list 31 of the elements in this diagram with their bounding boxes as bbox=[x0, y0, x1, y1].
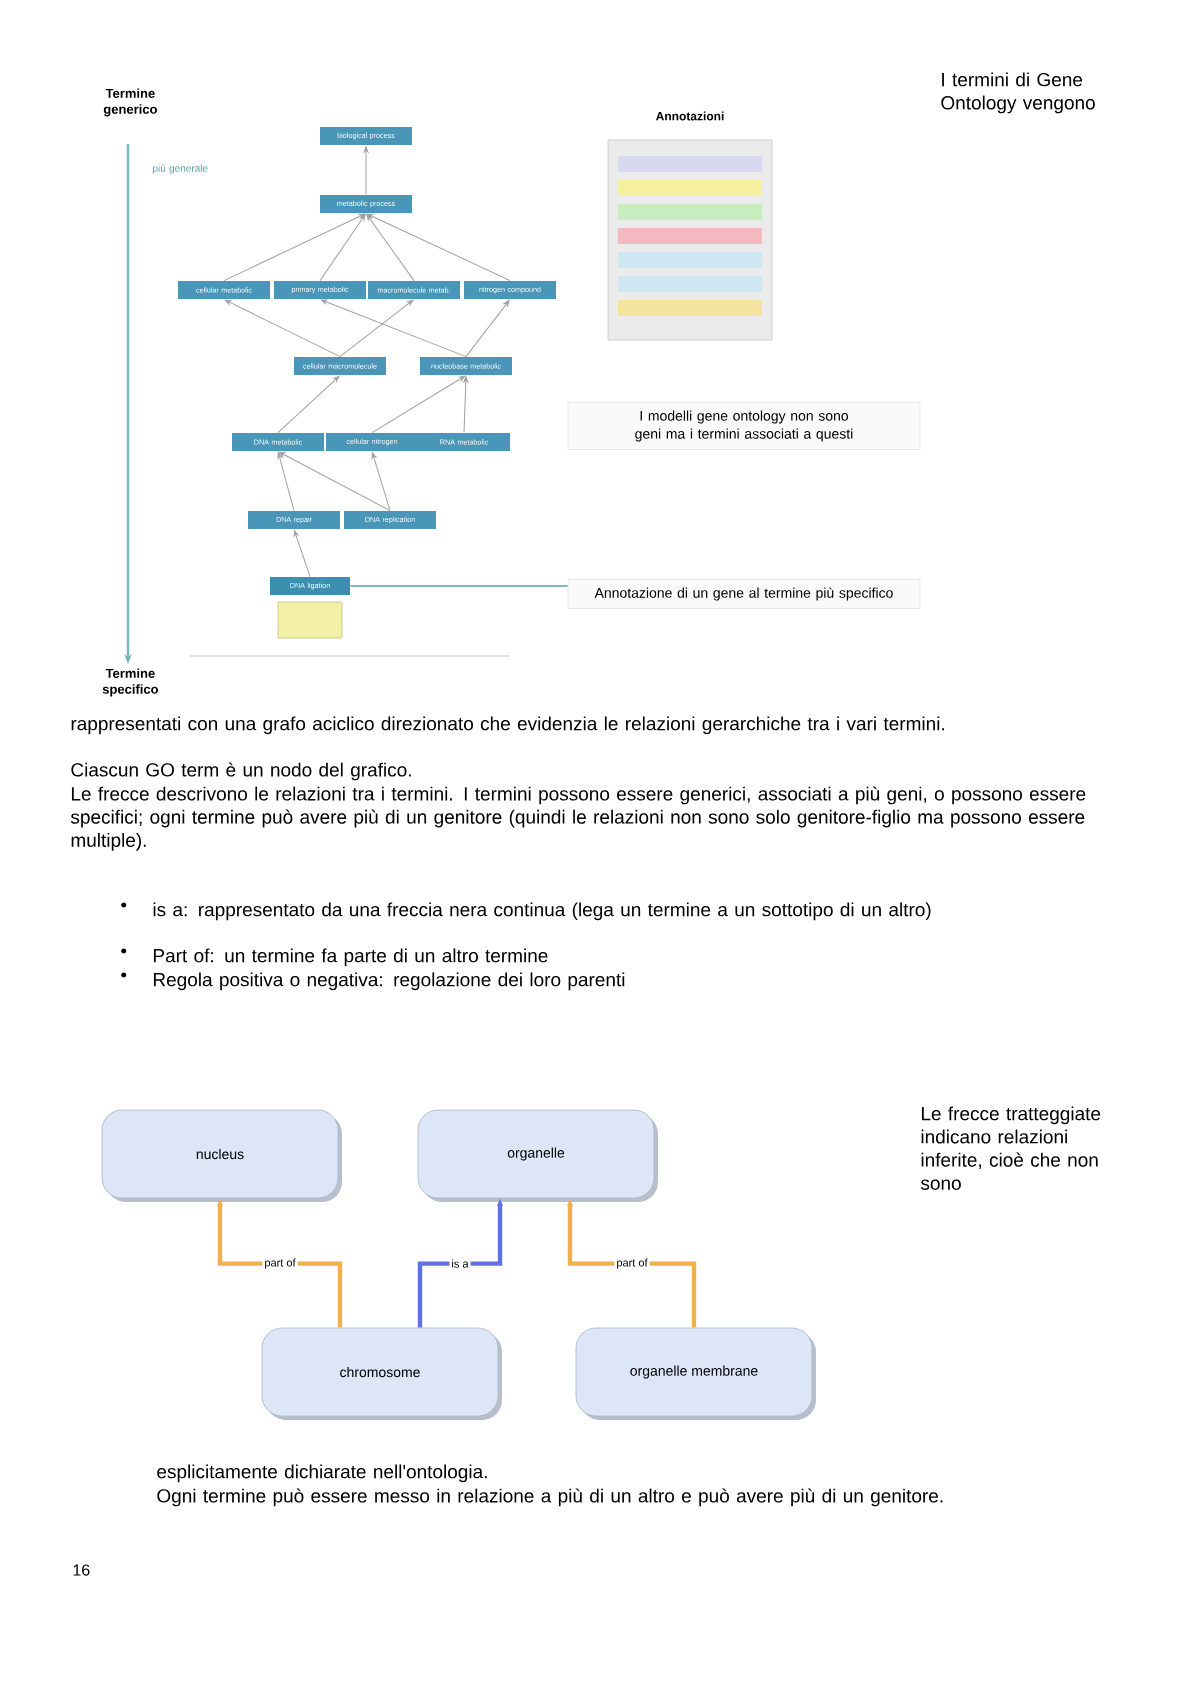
arrow bbox=[278, 451, 391, 512]
side-note: I termini di Gene Ontology vengono bbox=[941, 72, 1095, 114]
arrow bbox=[339, 299, 414, 358]
bullet: • bbox=[121, 902, 127, 908]
arrow bbox=[223, 213, 366, 282]
paragraph: esplicitamente dichiarate nell'ontologia. bbox=[157, 1464, 487, 1483]
arrow bbox=[465, 300, 510, 358]
arrow bbox=[363, 146, 369, 196]
bullet-item: is a: rappresentato da una freccia nera continua (lega un termine a un sottotipo di un altro) bbox=[153, 902, 931, 921]
paragraph: Ciascun GO term è un nodo del grafico. bbox=[71, 762, 411, 781]
arrow bbox=[277, 375, 340, 434]
arrow bbox=[277, 452, 295, 512]
arrow bbox=[371, 375, 466, 434]
arrow bbox=[463, 376, 469, 434]
arrow bbox=[319, 214, 366, 282]
arrow bbox=[293, 530, 311, 578]
paragraph: Ogni termine può essere messo in relazione a più di un altro e può avere più di un genitore. bbox=[157, 1488, 943, 1507]
paragraph: rappresentati con una grafo aciclico direzionato che evidenzia le relazioni gerarchiche tra i vari termini. bbox=[71, 716, 944, 735]
bullet-item: Regola positiva o negativa: regolazione dei loro parenti bbox=[153, 972, 625, 991]
arrow bbox=[366, 214, 415, 282]
arrow bbox=[224, 299, 341, 358]
bullet: • bbox=[121, 948, 127, 954]
arrow bbox=[320, 299, 467, 358]
side-note: Le frecce tratteggiate indicano relazioni inferite, cioè che non sono bbox=[920, 1106, 1101, 1190]
annotation-box bbox=[277, 601, 343, 639]
bullet: • bbox=[121, 972, 127, 978]
bullet-item: Part of: un termine fa parte di un altro termine bbox=[153, 948, 548, 967]
arrow bbox=[366, 213, 511, 282]
paragraph: Le frecce descrivono le relazioni tra i termini. I termini possono essere generici, associati a più geni, o possono essere specifici; ogni termine può avere più di un genitore (quindi le relazioni non sono solo genitore-figlio ma possono essere multiple). bbox=[70, 786, 1086, 851]
page-number: 16 bbox=[73, 1564, 90, 1576]
arrow bbox=[371, 452, 391, 512]
